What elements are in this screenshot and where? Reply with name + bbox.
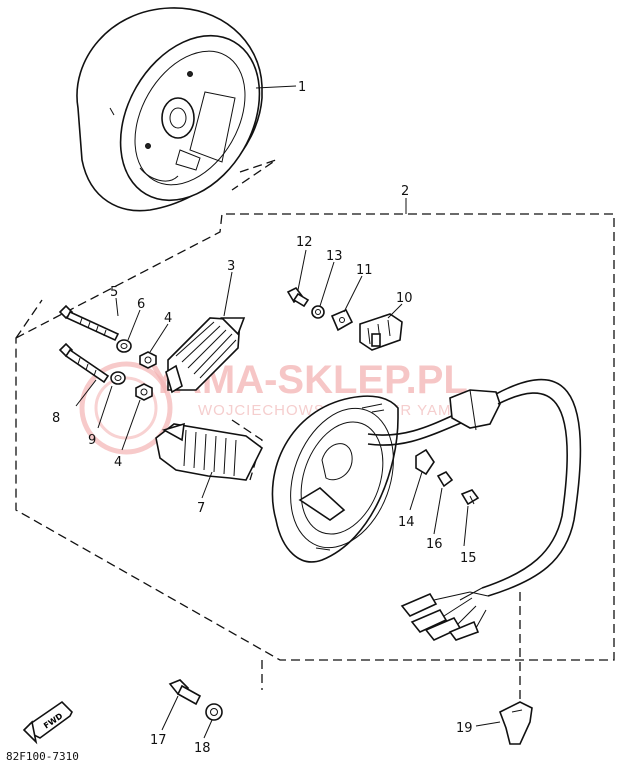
watermark-logo [79,361,173,455]
leader-lines [75,85,501,739]
clamp-19 [498,701,533,745]
callout-6: 6 [137,297,145,312]
screw-5 [58,304,120,342]
bracket-14 [415,448,435,476]
callout-11: 11 [356,263,373,278]
callout-12: 12 [296,235,313,250]
callout-5: 5 [110,285,118,300]
screw-12 [286,286,310,308]
callout-4-upper: 4 [164,311,172,326]
flywheel-rotor [76,7,263,212]
screw-8 [58,342,110,384]
callout-2: 2 [401,184,409,199]
washer-16 [436,470,454,488]
washer-6 [116,339,132,353]
callout-18: 18 [194,741,211,756]
callout-14: 14 [398,515,415,530]
callout-8: 8 [52,411,60,426]
washer-9 [110,371,126,385]
callout-16: 16 [426,537,443,552]
callout-1: 1 [298,80,306,95]
callout-15: 15 [460,551,477,566]
washer-13 [311,305,325,319]
bolt-17 [168,679,202,706]
callout-19: 19 [456,721,473,736]
stator-base-plate [271,395,399,563]
source-coil [155,422,264,481]
callout-labels: 1 2 3 4 4 5 6 7 8 9 10 11 12 13 14 15 16… [52,80,477,756]
wire-harness [367,378,582,641]
diagram-code: 82F100-7310 [6,750,79,763]
clamp-11 [330,308,354,332]
callout-17: 17 [150,733,167,748]
charge-coil [165,317,246,394]
fwd-arrow: FWD [22,700,73,745]
screw-15 [460,489,480,506]
stator-assembly-boundary [15,159,615,700]
callout-7: 7 [197,501,205,516]
callout-10: 10 [396,291,413,306]
nut-4-upper [139,351,157,369]
washer-18 [205,703,223,721]
callout-13: 13 [326,249,343,264]
callout-9: 9 [88,433,96,448]
pickup-coil-10 [359,313,403,351]
callout-4-lower: 4 [114,455,122,470]
callout-3: 3 [227,259,235,274]
nut-4-lower [135,383,153,401]
